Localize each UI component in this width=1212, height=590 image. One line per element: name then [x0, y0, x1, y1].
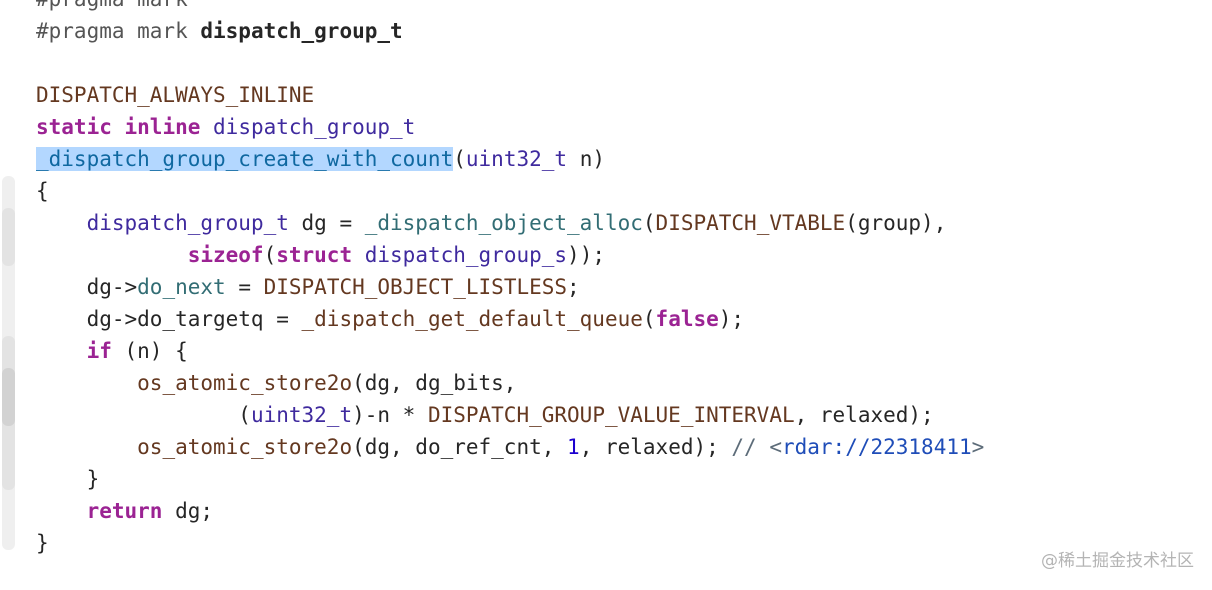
code-token: [36, 211, 87, 235]
code-token: DISPATCH_VTABLE: [655, 211, 846, 235]
code-token: // <: [731, 435, 782, 459]
code-token: (n) {: [111, 339, 188, 363]
code-token: [36, 435, 137, 459]
code-token: uint32_t: [465, 147, 568, 171]
code-token: [36, 371, 137, 395]
code-line[interactable]: os_atomic_store2o(dg, do_ref_cnt, 1, rel…: [36, 431, 984, 463]
code-line[interactable]: _dispatch_group_create_with_count(uint32…: [36, 143, 984, 175]
code-token: [352, 243, 365, 267]
code-token: n): [567, 147, 605, 171]
code-line[interactable]: }: [36, 527, 984, 559]
code-token: >: [971, 435, 985, 459]
code-token: }: [36, 467, 100, 491]
code-token: dispatch_group_t: [86, 211, 289, 235]
code-token: }: [36, 531, 49, 555]
code-token: );: [718, 307, 745, 331]
code-token: do_next: [137, 275, 226, 299]
code-token: [200, 115, 213, 139]
code-token: (dg, dg_bits,: [352, 371, 517, 395]
code-token: [112, 115, 125, 139]
code-token: _dispatch_object_alloc: [364, 211, 643, 235]
code-token: os_atomic_store2o: [137, 371, 353, 395]
code-line[interactable]: os_atomic_store2o(dg, dg_bits,: [36, 367, 984, 399]
code-fold-ribbon-store[interactable]: [2, 368, 15, 426]
code-line[interactable]: #pragma mark dispatch_group_t: [36, 15, 984, 47]
code-token: dg =: [288, 211, 365, 235]
code-token: dispatch_group_t: [213, 115, 416, 139]
code-token: (: [642, 211, 656, 235]
code-token: , relaxed);: [794, 403, 934, 427]
code-token: {: [36, 179, 49, 203]
code-line[interactable]: ​: [36, 47, 984, 79]
code-line[interactable]: dispatch_group_t dg = _dispatch_object_a…: [36, 207, 984, 239]
code-token: DISPATCH_OBJECT_LISTLESS: [263, 275, 568, 299]
code-token: DISPATCH_ALWAYS_INLINE: [36, 83, 315, 107]
code-token: #pragma mark: [36, 19, 201, 43]
code-token: [36, 339, 87, 363]
code-line[interactable]: dg->do_targetq = _dispatch_get_default_q…: [36, 303, 984, 335]
code-token: (: [642, 307, 656, 331]
selected-token: _dispatch_group_create_with_count: [36, 147, 454, 171]
code-token: _dispatch_get_default_queue: [301, 307, 643, 331]
source-code[interactable]: #pragma mark#pragma mark dispatch_group_…: [36, 0, 984, 559]
code-token: ;: [567, 275, 580, 299]
code-line[interactable]: sizeof(struct dispatch_group_s));: [36, 239, 984, 271]
code-token: )-n *: [352, 403, 428, 427]
code-token: if: [86, 339, 112, 363]
watermark-text: @稀土掘金技术社区: [1041, 551, 1194, 571]
code-token: (dg, do_ref_cnt,: [352, 435, 568, 459]
code-token: =: [225, 275, 264, 299]
code-token: dg->do_targetq =: [36, 307, 302, 331]
code-token: , relaxed);: [579, 435, 732, 459]
code-token: inline: [124, 115, 201, 139]
code-token: return: [86, 499, 163, 523]
code-token: [36, 499, 87, 523]
code-line[interactable]: if (n) {: [36, 335, 984, 367]
code-token: ));: [567, 243, 605, 267]
code-token: uint32_t: [250, 403, 353, 427]
code-line[interactable]: dg->do_next = DISPATCH_OBJECT_LISTLESS;: [36, 271, 984, 303]
code-token: static: [36, 115, 112, 139]
code-line[interactable]: DISPATCH_ALWAYS_INLINE: [36, 79, 984, 111]
code-token: (group),: [845, 211, 947, 235]
code-token: rdar://22318411: [781, 435, 972, 459]
code-token: os_atomic_store2o: [137, 435, 353, 459]
code-line[interactable]: return dg;: [36, 495, 984, 527]
code-token: (: [453, 147, 466, 171]
code-line[interactable]: #pragma mark: [36, 0, 984, 15]
code-line[interactable]: (uint32_t)-n * DISPATCH_GROUP_VALUE_INTE…: [36, 399, 984, 431]
code-token: sizeof: [187, 243, 264, 267]
code-line[interactable]: }: [36, 463, 984, 495]
code-line[interactable]: {: [36, 175, 984, 207]
code-token: dispatch_group_t: [200, 19, 403, 43]
code-token: DISPATCH_GROUP_VALUE_INTERVAL: [427, 403, 795, 427]
code-token: dispatch_group_s: [364, 243, 568, 267]
code-token: 1: [567, 435, 580, 459]
code-token: [36, 243, 188, 267]
code-token: #pragma mark: [36, 0, 188, 11]
code-token: (: [263, 243, 277, 267]
code-token: (: [36, 403, 251, 427]
code-token: dg->: [36, 275, 138, 299]
code-token: struct: [276, 243, 353, 267]
code-token: dg;: [162, 499, 214, 523]
code-token: false: [655, 307, 719, 331]
code-line[interactable]: static inline dispatch_group_t: [36, 111, 984, 143]
code-fold-ribbon-alloc[interactable]: [2, 208, 15, 266]
